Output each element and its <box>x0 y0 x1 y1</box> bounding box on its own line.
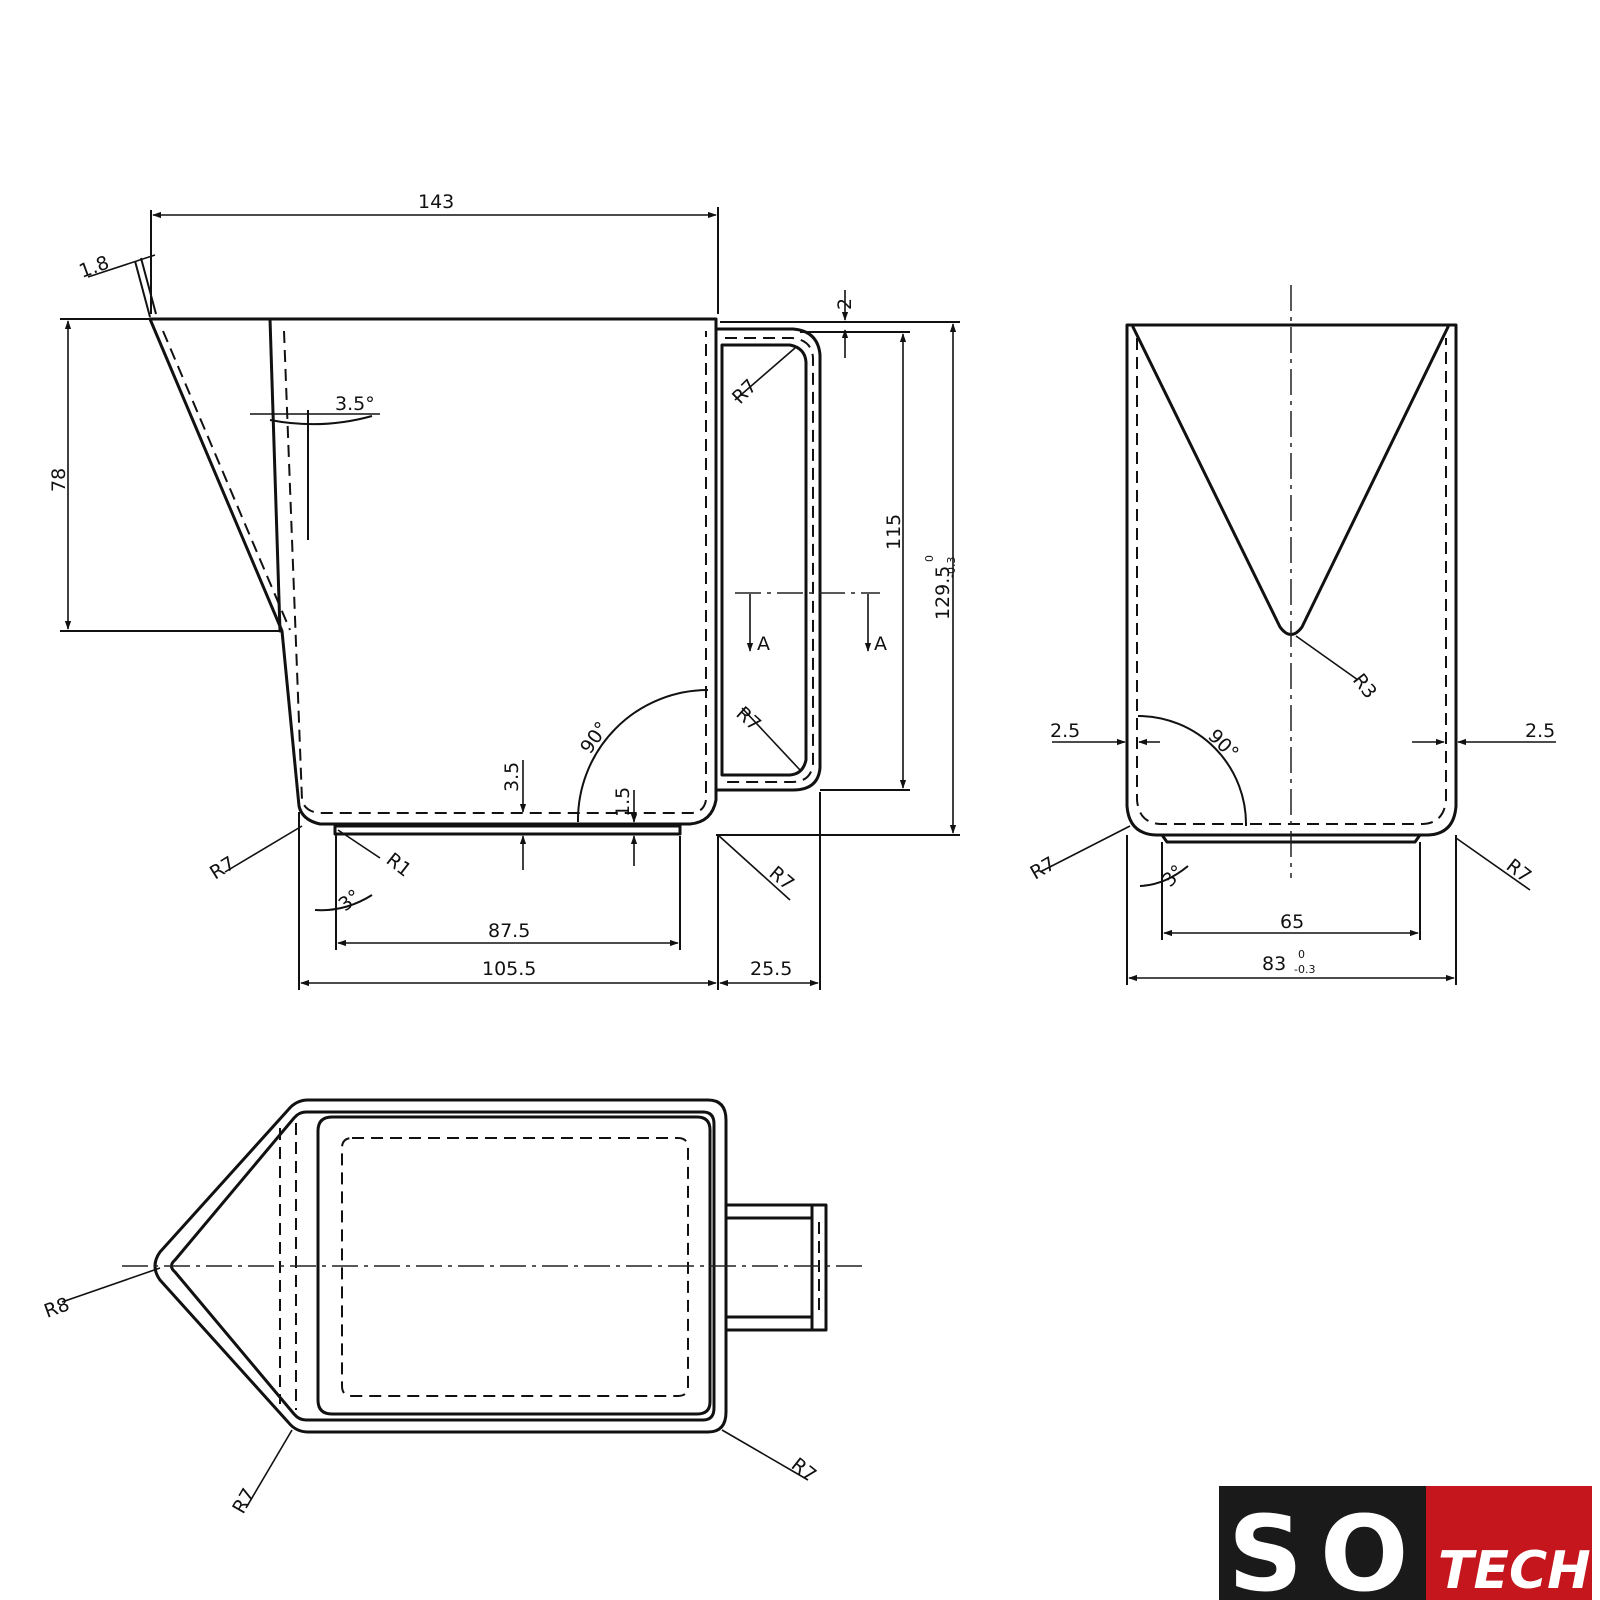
logo-red-block <box>1426 1486 1592 1600</box>
dim-78: 78 <box>48 468 70 492</box>
top-dimensions: R8 R7 R7 <box>41 1267 820 1518</box>
label-r7-side-left: R7 <box>1027 853 1060 885</box>
side-base-foot <box>1160 833 1422 844</box>
section-a-right-label: A <box>874 633 887 655</box>
top-inner-rim <box>316 1115 712 1416</box>
soltech-logo: S O TECH ® <box>1219 1486 1592 1600</box>
logo-registered: ® <box>1563 1494 1580 1514</box>
side-view <box>1125 285 1458 878</box>
front-base-foot <box>333 824 682 836</box>
dim-129-5-tol-upper: 0 <box>923 555 936 562</box>
label-r8-top: R8 <box>41 1293 72 1322</box>
dim-105-5: 105.5 <box>482 958 536 980</box>
dim-2-5-left: 2.5 <box>1050 720 1080 742</box>
dim-83-tol-upper: 0 <box>1298 948 1305 961</box>
front-body-outline <box>148 317 718 826</box>
front-view: A A <box>148 317 887 836</box>
dim-angle-3-front: 3° <box>335 885 366 916</box>
front-rim <box>268 317 282 633</box>
dim-65: 65 <box>1280 911 1304 933</box>
dim-2-5-right: 2.5 <box>1525 720 1555 742</box>
dim-83: 83 <box>1262 953 1286 975</box>
top-outer-outline <box>153 1098 728 1434</box>
dim-25-5: 25.5 <box>750 958 792 980</box>
dim-129-5: 129.5 <box>932 566 954 620</box>
label-r7-handle-top: R7 <box>728 375 761 408</box>
label-r3-side: R3 <box>1348 670 1381 703</box>
dim-angle-3-5: 3.5° <box>335 393 375 415</box>
front-handle <box>714 327 822 792</box>
dim-143: 143 <box>418 191 454 213</box>
logo-tech: TECH <box>1438 1541 1591 1600</box>
dim-1-5-front: 1.5 <box>612 787 634 817</box>
logo-letter-o: O <box>1320 1493 1408 1600</box>
top-view <box>122 1098 866 1434</box>
top-mid-outline <box>170 1110 716 1422</box>
top-handle <box>724 1203 828 1332</box>
label-r7-front-left: R7 <box>206 852 239 884</box>
logo-dark-block <box>1219 1486 1429 1600</box>
front-inner-wall-left <box>283 330 707 814</box>
dim-1-8: 1.8 <box>76 252 112 283</box>
front-dimensions: 143 1.8 2 78 3.5° 115 129.5 0 -0.3 R7 <box>48 191 960 990</box>
top-base-dashed <box>341 1137 689 1397</box>
dim-angle-90-side: 90° <box>1203 725 1242 764</box>
label-r7-handle-bottom: R7 <box>732 702 766 735</box>
dim-83-tol-lower: -0.3 <box>1294 963 1315 976</box>
dim-angle-90-front: 90° <box>576 718 613 758</box>
label-r1-front: R1 <box>382 849 415 882</box>
label-r7-front-right: R7 <box>765 862 799 895</box>
dim-129-5-tol-lower: -0.3 <box>945 557 958 578</box>
label-r7-top-left: R7 <box>228 1485 260 1518</box>
dim-87-5: 87.5 <box>488 920 530 942</box>
label-r7-side-right: R7 <box>1502 855 1535 888</box>
label-r7-top-right: R7 <box>787 1454 820 1487</box>
side-body-outline <box>1125 323 1458 837</box>
dim-115: 115 <box>883 514 905 550</box>
dim-3-5-front: 3.5 <box>501 762 523 792</box>
logo-letter-s: S <box>1228 1493 1303 1600</box>
section-a-left-label: A <box>757 633 770 655</box>
dim-2: 2 <box>834 298 856 310</box>
front-spout-inner <box>162 330 291 631</box>
